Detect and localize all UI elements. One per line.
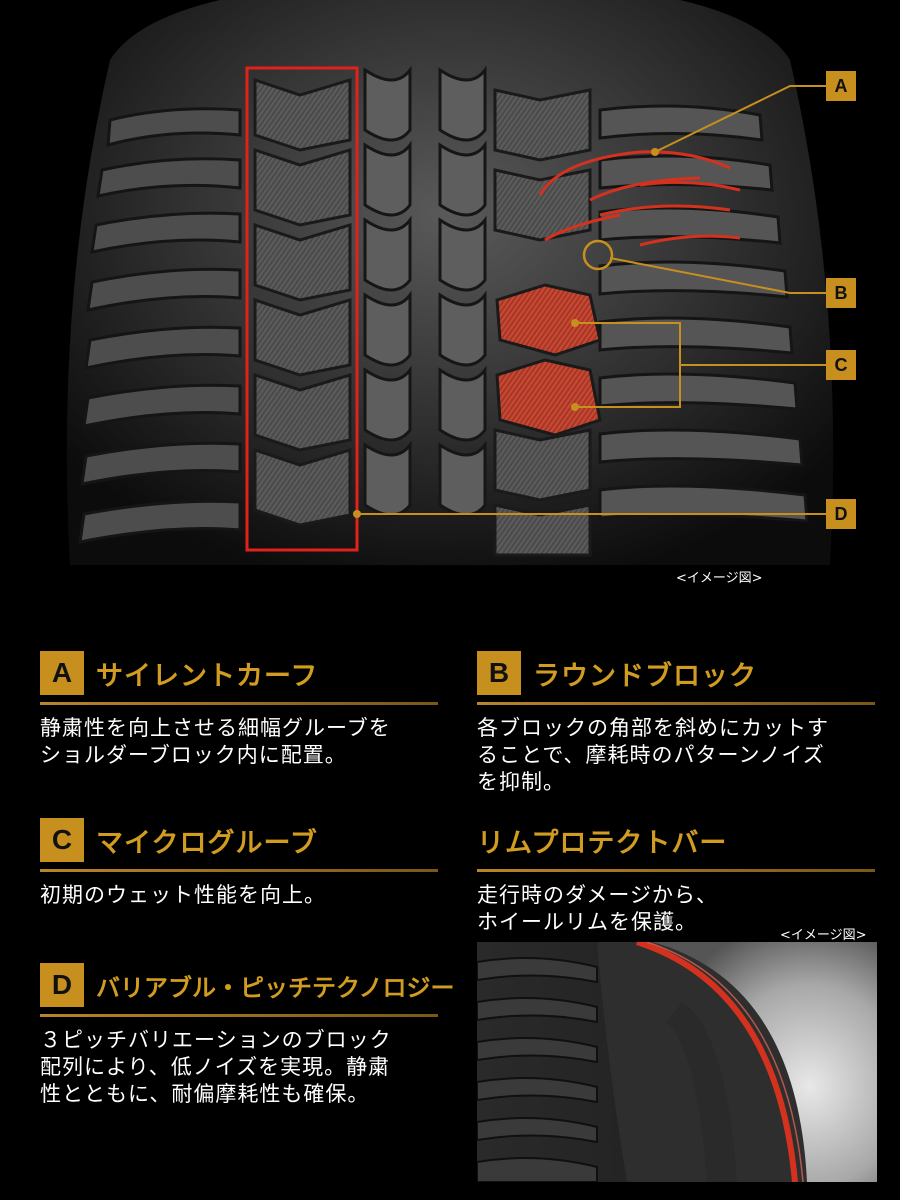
feature-d-line-3: 性とともに、耐偏摩耗性も確保。: [40, 1081, 370, 1106]
feature-b-title: ラウンドブロック: [533, 660, 757, 692]
callout-d-badge: D: [826, 499, 856, 529]
feature-d: D バリアブル・ピッチテクノロジー ３ピッチバリエーションのブロック 配列により…: [40, 962, 455, 1108]
feature-d-line-1: ３ピッチバリエーションのブロック: [40, 1028, 392, 1052]
feature-a-title: サイレントカーフ: [96, 660, 319, 692]
image-caption-rim: <イメージ図>: [780, 928, 867, 943]
feature-a-line-1: 静粛性を向上させる細幅グルーブを: [40, 716, 391, 740]
feature-a-badge: A: [40, 651, 84, 695]
feature-rim-line-2: ホイールリムを保護。: [477, 909, 697, 934]
micro-groove-blocks: [495, 283, 602, 437]
feature-d-body: ３ピッチバリエーションのブロック 配列により、低ノイズを実現。静粛 性とともに、…: [40, 1027, 438, 1108]
feature-c-badge: C: [40, 818, 84, 862]
feature-d-line-2: 配列により、低ノイズを実現。静粛: [40, 1054, 391, 1079]
callout-b-badge: B: [826, 278, 856, 308]
round-block-marker: [582, 239, 614, 271]
feature-a-rule: [40, 702, 438, 705]
feature-a-line-2: ショルダーブロック内に配置。: [40, 742, 347, 767]
tread-illustration: [66, 0, 834, 565]
feature-rim-rule: [477, 869, 875, 872]
feature-c-title: マイクログルーブ: [96, 827, 318, 859]
feature-rim-line-1: 走行時のダメージから、: [477, 883, 718, 907]
feature-rim-title: リムプロテクトバー: [477, 827, 728, 859]
feature-b-line-1: 各ブロックの角部を斜めにカットす: [477, 716, 829, 740]
rim-illustration: [476, 939, 877, 1183]
feature-b-line-3: を抑制。: [477, 769, 565, 794]
rim-protect-image: [476, 939, 877, 1183]
callout-c-badge: C: [826, 350, 856, 380]
feature-d-title: バリアブル・ピッチテクノロジー: [96, 973, 455, 1002]
feature-b-body: 各ブロックの角部を斜めにカットす ることで、摩耗時のパターンノイズ を抑制。: [477, 715, 875, 796]
feature-c: C マイクログルーブ 初期のウェット性能を向上。: [40, 817, 438, 909]
feature-b-badge: B: [477, 651, 521, 695]
tread-pattern-image: A B C D: [0, 0, 900, 565]
feature-d-badge: D: [40, 963, 84, 1007]
feature-a: A サイレントカーフ 静粛性を向上させる細幅グルーブを ショルダーブロック内に配…: [40, 650, 438, 769]
image-caption-top: <イメージ図>: [676, 571, 763, 586]
silent-kerf-lines: [538, 150, 741, 247]
feature-b-rule: [477, 702, 875, 705]
variable-pitch-frame: [245, 66, 359, 552]
feature-c-body: 初期のウェット性能を向上。: [40, 882, 438, 909]
feature-c-rule: [40, 869, 438, 872]
feature-d-rule: [40, 1014, 438, 1017]
feature-rim-body: 走行時のダメージから、 ホイールリムを保護。: [477, 882, 875, 936]
feature-b: B ラウンドブロック 各ブロックの角部を斜めにカットす ることで、摩耗時のパター…: [477, 650, 875, 796]
feature-rim-protect: リムプロテクトバー 走行時のダメージから、 ホイールリムを保護。: [477, 817, 875, 936]
feature-a-body: 静粛性を向上させる細幅グルーブを ショルダーブロック内に配置。: [40, 715, 438, 769]
feature-b-line-2: ることで、摩耗時のパターンノイズ: [477, 742, 825, 767]
feature-c-line-1: 初期のウェット性能を向上。: [40, 883, 326, 907]
callout-a-badge: A: [826, 71, 856, 101]
